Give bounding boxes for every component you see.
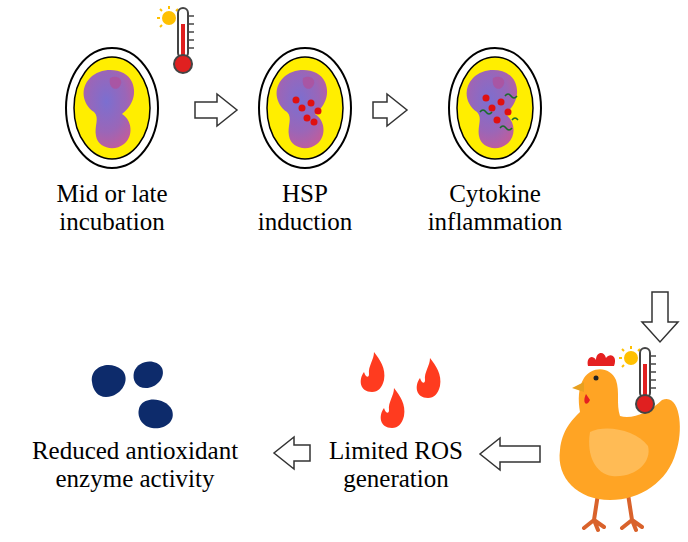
stage-caption-box: Reduced antioxidant enzyme activity [4, 437, 266, 493]
stage-label: Mid or late incubation [37, 180, 187, 236]
flow-arrow [274, 437, 310, 469]
stage-caption-box: HSP induction [245, 40, 365, 236]
ros-flame [417, 358, 441, 398]
flow-arrow [195, 94, 237, 126]
stage-label: HSP induction [245, 180, 365, 236]
stage-caption-box: Limited ROS generation [318, 437, 474, 493]
flow-arrow [373, 94, 407, 126]
stage-label: Limited ROS generation [318, 437, 474, 493]
stage-caption-box: Cytokine inflammation [415, 40, 575, 236]
ros-flame [381, 388, 405, 428]
stage-label: Reduced antioxidant enzyme activity [4, 437, 266, 493]
enzyme-blobs [92, 362, 173, 429]
heat-thermometer [157, 6, 194, 73]
stage-label: Cytokine inflammation [415, 180, 575, 236]
cytokine-marks [480, 94, 518, 130]
egg-illustration [66, 48, 158, 168]
chicken-illustration [560, 353, 680, 530]
ros-flame [361, 352, 385, 392]
heat-thermometer [619, 346, 656, 413]
stage-caption-box: Mid or late incubation [37, 40, 187, 236]
egg-illustration [259, 48, 351, 168]
hsp-dots [293, 97, 322, 126]
hsp-dots [483, 95, 512, 124]
flow-arrow [480, 438, 540, 470]
egg-illustration [449, 48, 541, 168]
flow-arrow [642, 292, 678, 342]
